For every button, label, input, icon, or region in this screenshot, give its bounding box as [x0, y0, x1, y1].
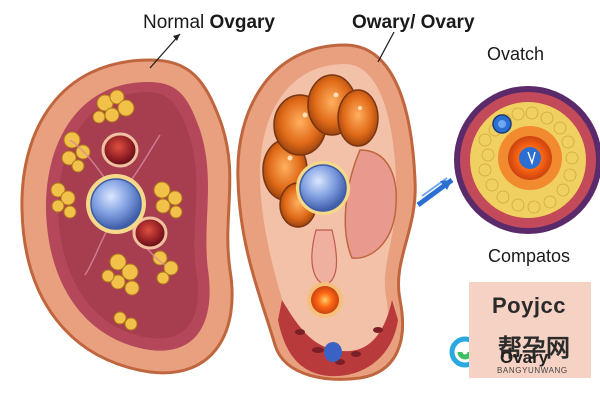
label-middle-ovary: Owary/ Ovary [352, 12, 475, 33]
pointer-arrow [416, 177, 454, 208]
label-normal-prefix: Normal [143, 12, 210, 33]
label-normal-bold: Ovgary [209, 12, 275, 33]
watermark-overlay-text: Ovary [500, 348, 549, 367]
normal-ovary [20, 33, 234, 375]
label-poly: Poyjcc [492, 293, 566, 318]
cross-section [454, 86, 600, 234]
label-compatos: Compatos [488, 246, 571, 266]
label-normal-ovary: Normal Ovgary [143, 12, 275, 34]
middle-ovary [236, 31, 417, 381]
label-box [469, 282, 591, 378]
label-cross-section: Ovatch [487, 44, 545, 64]
watermark-english: BANGYUNWANG [497, 366, 568, 375]
watermark-chinese: 帮孕网 [498, 335, 570, 362]
